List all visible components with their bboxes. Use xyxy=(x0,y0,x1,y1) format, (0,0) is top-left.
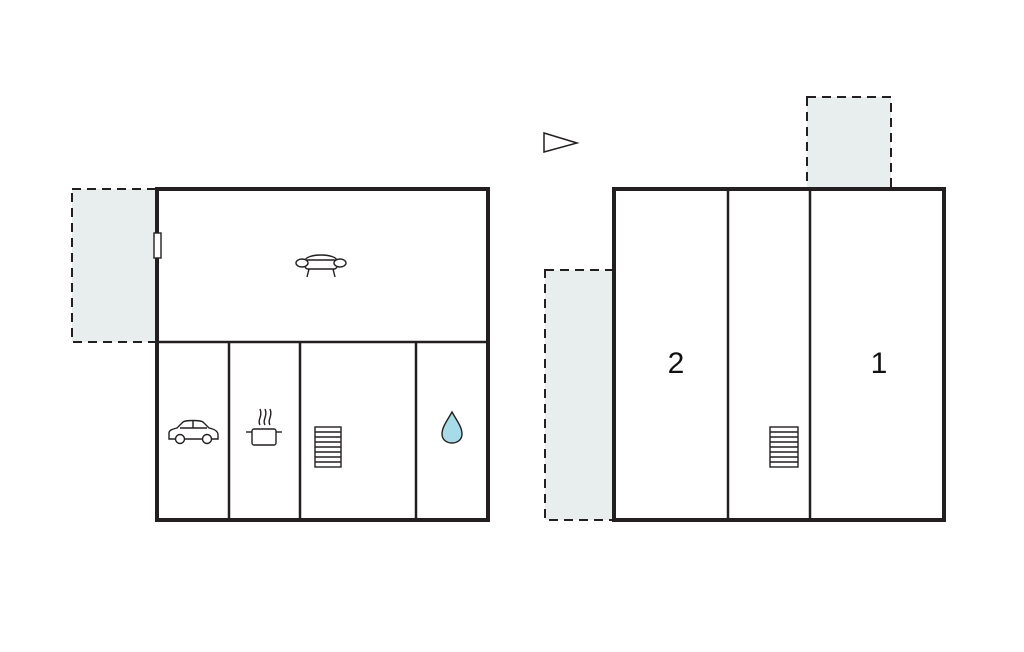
car-icon xyxy=(168,419,219,445)
north-arrow-icon xyxy=(543,131,580,153)
water-drop-icon xyxy=(441,410,463,444)
staircase-icon xyxy=(314,426,342,468)
sofa-icon xyxy=(295,254,347,278)
balcony-north xyxy=(806,96,892,191)
balcony-west xyxy=(544,269,615,521)
door-marker xyxy=(153,232,162,259)
ground-floor xyxy=(71,187,490,522)
staircase-icon xyxy=(769,426,799,468)
room-label-bedroom-1: 1 xyxy=(871,347,888,380)
upper-floor: 2 1 xyxy=(544,96,946,522)
cooking-pot-icon xyxy=(246,408,282,446)
upper-floor-outline xyxy=(612,187,946,522)
terrace-west xyxy=(71,188,159,343)
room-label-bedroom-2: 2 xyxy=(668,347,685,380)
ground-floor-outline xyxy=(155,187,490,522)
